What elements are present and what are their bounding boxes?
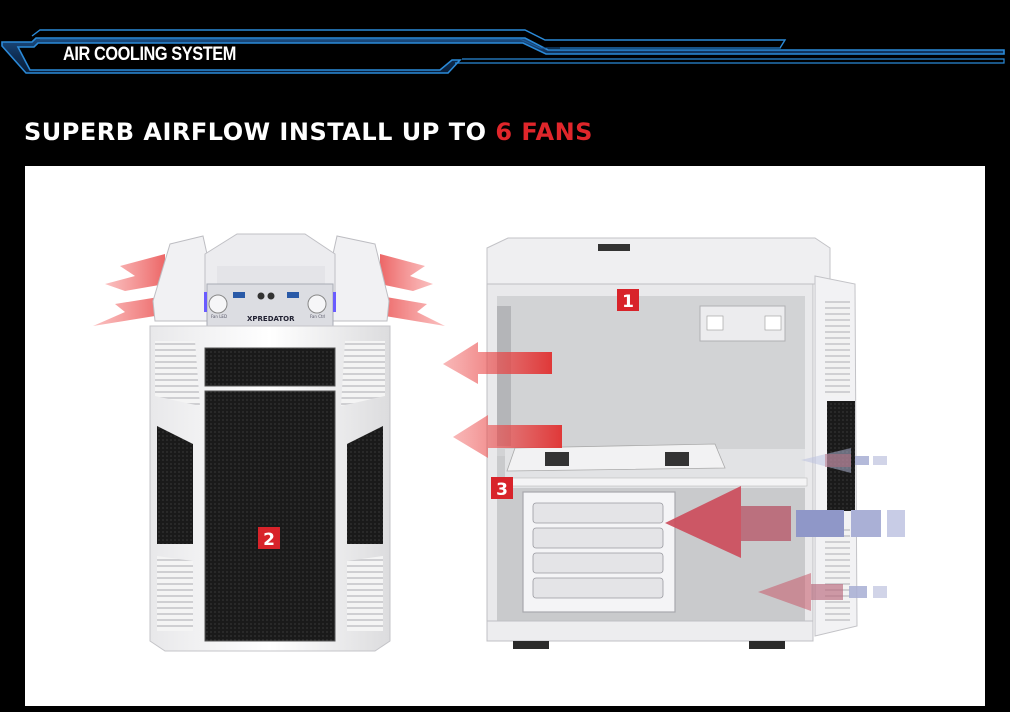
top-fan-badge: 1: [617, 289, 639, 312]
top-fan-exhaust-arrow-right-upper: [380, 254, 433, 291]
svg-text:1: 1: [622, 292, 634, 312]
svg-text:3: 3: [496, 480, 508, 500]
case-airflow-illustration: XPREDATOR Fan LED Fan Ctrl 2: [93, 233, 905, 652]
section-title: AIR COOLING SYSTEM: [63, 44, 236, 65]
front-panel-brand: XPREDATOR: [247, 315, 295, 323]
front-intake-arrow-top: [801, 448, 887, 473]
headline-highlight: 6 FANS: [495, 118, 593, 146]
front-fan-badge: 2: [258, 527, 280, 550]
top-fan-exhaust-arrow-left-lower: [93, 296, 165, 326]
headline-prefix: SUPERB AIRFLOW INSTALL UP TO: [24, 118, 496, 146]
front-intake-arrow-bottom: [758, 573, 887, 611]
product-image-panel: XPREDATOR Fan LED Fan Ctrl 2: [25, 166, 985, 706]
header-band: [1, 29, 1005, 74]
rear-exhaust-arrow-lower: [453, 415, 562, 458]
top-fan-exhaust-arrow-right-lower: [380, 296, 445, 326]
front-intake-arrow-middle: [665, 486, 905, 558]
headline: SUPERB AIRFLOW INSTALL UP TO 6 FANS: [24, 118, 593, 146]
case-side-view: [486, 237, 858, 649]
svg-text:2: 2: [263, 530, 275, 550]
left-knob-label: Fan LED: [211, 314, 227, 319]
right-knob-label: Fan Ctrl: [310, 314, 325, 319]
hdd-fan-badge: 3: [491, 477, 513, 500]
case-front-view: XPREDATOR Fan LED Fan Ctrl: [93, 233, 445, 652]
rear-exhaust-arrow-upper: [443, 342, 552, 384]
top-fan-exhaust-arrow-left-upper: [105, 254, 165, 291]
